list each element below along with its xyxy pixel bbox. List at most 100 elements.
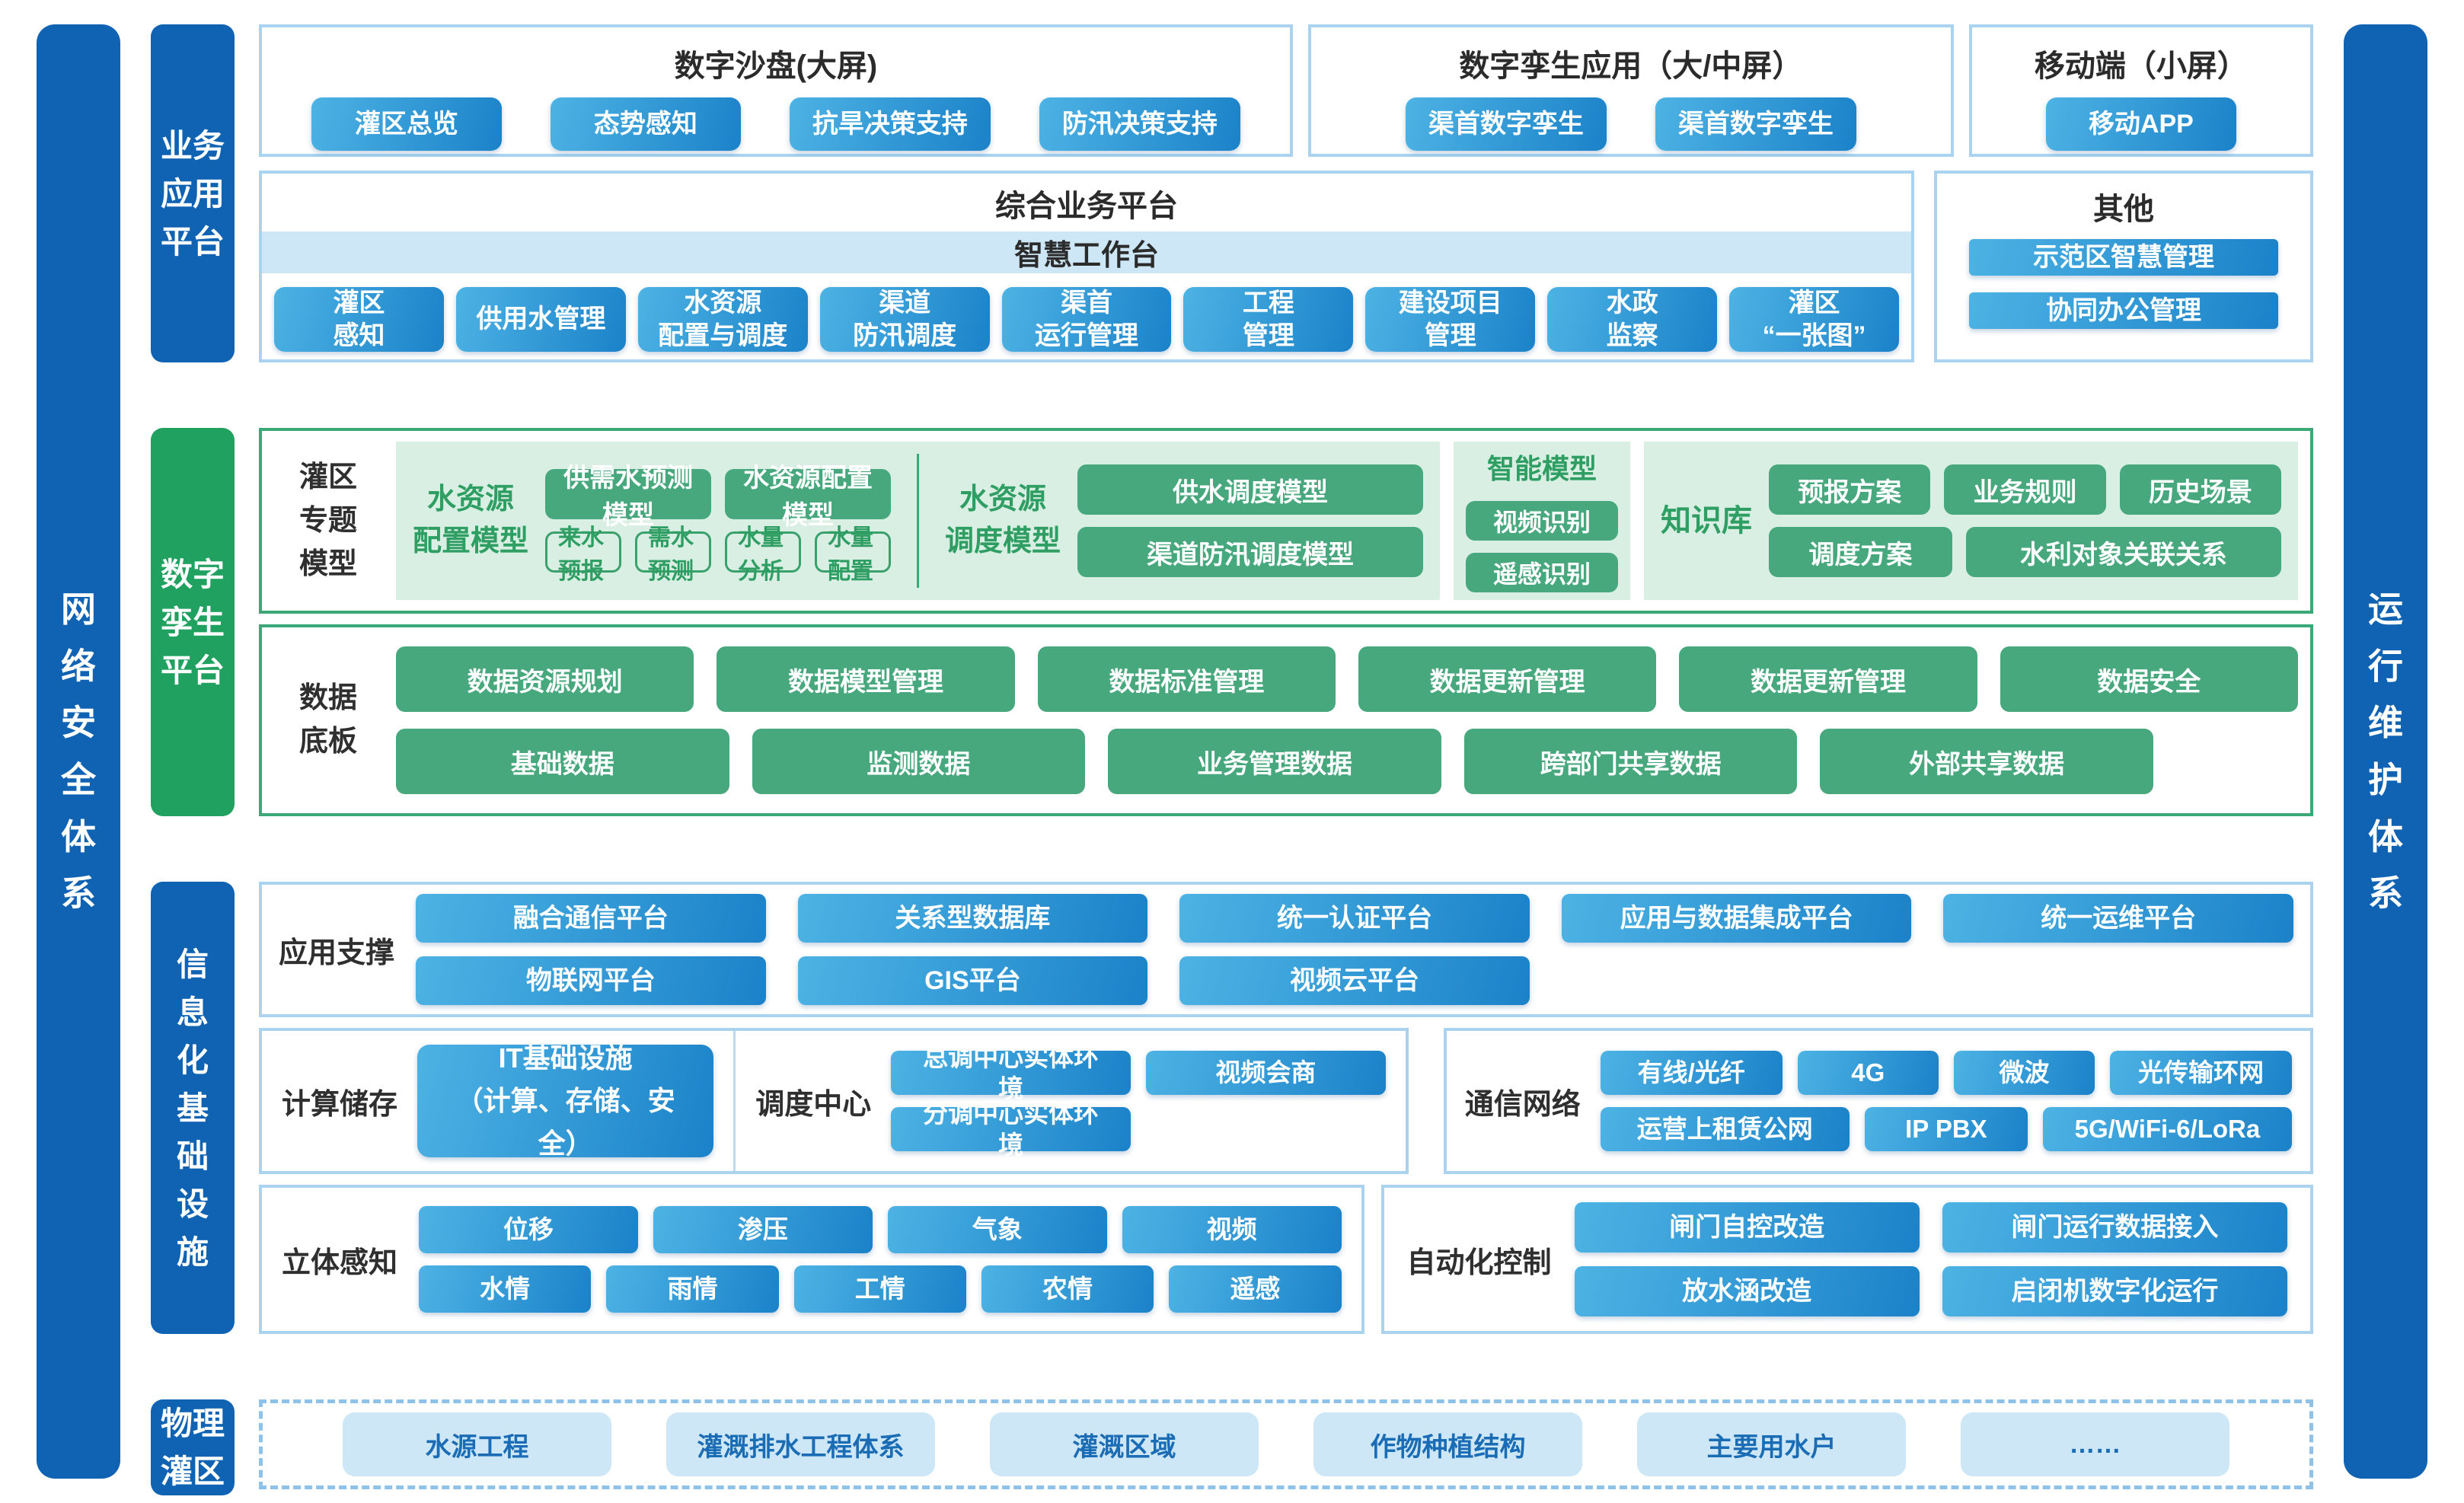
thematic-models-panel: 灌区 专题 模型 水资源 配置模型 供需水预测模型 水资源配置模型 来水预报 <box>259 428 2313 614</box>
video-sensing-button[interactable]: 视频 <box>1122 1206 1342 1253</box>
channel-flood-dispatch-button[interactable]: 渠道 防汛调度 <box>819 287 990 352</box>
water-volume-analysis-button[interactable]: 水量分析 <box>725 525 802 584</box>
optical-ring-network-button[interactable]: 光传输环网 <box>2110 1051 2292 1095</box>
leased-public-network-button[interactable]: 运营上租赁公网 <box>1600 1107 1850 1151</box>
construction-project-button[interactable]: 建设项目 管理 <box>1365 287 1536 352</box>
4g-button[interactable]: 4G <box>1797 1051 1939 1095</box>
gis-platform-button[interactable]: GIS平台 <box>797 956 1148 1005</box>
headworks-twin-button-1[interactable]: 渠首数字孪生 <box>1405 97 1607 151</box>
sub-dispatch-env-button[interactable]: 分调中心实体环境 <box>891 1099 1131 1159</box>
hoist-digital-operation-button[interactable]: 启闭机数字化运行 <box>1942 1266 2287 1316</box>
headworks-operation-button[interactable]: 渠首 运行管理 <box>1001 287 1172 352</box>
crop-planting-structure-button[interactable]: 作物种植结构 <box>1313 1412 1582 1476</box>
irrigation-area-button[interactable]: 灌溉区域 <box>990 1412 1259 1476</box>
unified-auth-platform-button[interactable]: 统一认证平台 <box>1179 894 1530 943</box>
gate-operation-data-access-button[interactable]: 闸门运行数据接入 <box>1942 1202 2287 1252</box>
water-allocation-dispatch-button[interactable]: 水资源 配置与调度 <box>637 287 808 352</box>
drought-decision-button[interactable]: 抗旱决策支持 <box>789 97 991 151</box>
video-recognition-button[interactable]: 视频识别 <box>1466 501 1618 541</box>
unified-ops-platform-button[interactable]: 统一运维平台 <box>1943 894 2293 943</box>
5g-wifi6-lora-button[interactable]: 5G/WiFi-6/LoRa <box>2042 1107 2292 1151</box>
video-consultation-button[interactable]: 视频会商 <box>1145 1051 1386 1095</box>
ai-models-panel: 智能模型 视频识别 遥感识别 <box>1454 442 1630 600</box>
dispatch-row-1: 供水调度模型 <box>1077 464 1423 515</box>
water-admin-supervision-button[interactable]: 水政 监察 <box>1547 287 1718 352</box>
it-infrastructure-button[interactable]: IT基础设施 （计算、存储、安全） <box>417 1042 714 1159</box>
demo-zone-smart-mgmt-button[interactable]: 示范区智慧管理 <box>1968 239 2279 276</box>
network-security-bar: 网 络 安 全 体 系 <box>37 24 120 1479</box>
business-mgmt-data-button[interactable]: 业务管理数据 <box>1108 729 1441 794</box>
infrastructure-layer: 信 息 化 基 础 设 施 应用支撑 融合通信平台 关系型数据库 统一认证平台 … <box>151 882 2313 1334</box>
data-base-row-2: 基础数据 监测数据 业务管理数据 跨部门共享数据 外部共享数据 <box>396 729 2153 794</box>
data-update-mgmt-button-2[interactable]: 数据更新管理 <box>1679 646 1977 712</box>
water-volume-allocation-button[interactable]: 水量配置 <box>815 525 892 584</box>
data-update-mgmt-button-1[interactable]: 数据更新管理 <box>1358 646 1657 712</box>
major-water-users-button[interactable]: 主要用水户 <box>1637 1412 1906 1476</box>
relational-database-button[interactable]: 关系型数据库 <box>797 894 1148 943</box>
supply-demand-forecast-model-button[interactable]: 供需水预测模型 <box>545 464 712 530</box>
monitoring-data-button[interactable]: 监测数据 <box>752 729 1086 794</box>
data-security-button[interactable]: 数据安全 <box>2000 646 2298 712</box>
automation-control-panel: 自动化控制 闸门自控改造 闸门运行数据接入 放水涵改造 启闭机数字化运行 <box>1380 1185 2313 1334</box>
business-rules-button[interactable]: 业务规则 <box>1944 464 2106 515</box>
compute-network-row: 计算储存 IT基础设施 （计算、存储、安全） 调度中心 总调中心实体环境 视频会… <box>259 1028 2313 1174</box>
drainage-culvert-retrofit-button[interactable]: 放水涵改造 <box>1574 1266 1920 1316</box>
irrigation-sensing-button[interactable]: 灌区 感知 <box>274 287 444 352</box>
water-supply-dispatch-model-button[interactable]: 供水调度模型 <box>1077 464 1423 515</box>
gate-auto-control-retrofit-button[interactable]: 闸门自控改造 <box>1574 1202 1920 1252</box>
agriculture-condition-button[interactable]: 农情 <box>981 1265 1154 1313</box>
flood-decision-button[interactable]: 防汛决策支持 <box>1039 97 1240 151</box>
ip-pbx-button[interactable]: IP PBX <box>1864 1107 2028 1151</box>
water-regime-button[interactable]: 水情 <box>419 1265 592 1313</box>
sensing-automation-row: 立体感知 位移 渗压 气象 视频 水情 雨情 工情 <box>259 1185 2313 1334</box>
wired-fiber-button[interactable]: 有线/光纤 <box>1600 1051 1783 1095</box>
main-dispatch-env-button[interactable]: 总调中心实体环境 <box>891 1043 1131 1103</box>
basic-data-button[interactable]: 基础数据 <box>396 729 729 794</box>
situation-awareness-button[interactable]: 态势感知 <box>550 97 741 151</box>
project-condition-button[interactable]: 工情 <box>793 1265 966 1313</box>
seepage-pressure-button[interactable]: 渗压 <box>653 1206 873 1253</box>
remote-sensing-button[interactable]: 遥感 <box>1169 1265 1342 1313</box>
cross-dept-shared-data-button[interactable]: 跨部门共享数据 <box>1463 729 1798 794</box>
meteorology-button[interactable]: 气象 <box>887 1206 1107 1253</box>
iot-platform-button[interactable]: 物联网平台 <box>416 956 766 1005</box>
compute-dispatch-panel: 计算储存 IT基础设施 （计算、存储、安全） 调度中心 总调中心实体环境 视频会… <box>259 1028 1409 1174</box>
remote-sensing-recognition-button[interactable]: 遥感识别 <box>1466 553 1618 592</box>
demand-forecast-button[interactable]: 需水预测 <box>635 525 712 584</box>
data-resource-planning-button[interactable]: 数据资源规划 <box>396 646 694 712</box>
inflow-forecast-button[interactable]: 来水预报 <box>545 525 622 584</box>
engineering-mgmt-button[interactable]: 工程 管理 <box>1183 287 1354 352</box>
collaborative-office-button[interactable]: 协同办公管理 <box>1968 292 2279 329</box>
video-cloud-platform-button[interactable]: 视频云平台 <box>1179 956 1530 1005</box>
computing-storage-section: 计算储存 IT基础设施 （计算、存储、安全） <box>262 1031 736 1171</box>
water-allocation-model-button[interactable]: 水资源配置模型 <box>725 464 892 530</box>
channel-flood-dispatch-model-button[interactable]: 渠道防汛调度模型 <box>1077 527 1423 577</box>
data-standard-mgmt-button[interactable]: 数据标准管理 <box>1037 646 1336 712</box>
water-supply-mgmt-button[interactable]: 供用水管理 <box>455 287 626 352</box>
dispatch-model-label: 水资源 调度模型 <box>945 483 1061 557</box>
data-model-mgmt-button[interactable]: 数据模型管理 <box>717 646 1015 712</box>
headworks-twin-button-2[interactable]: 渠首数字孪生 <box>1655 97 1856 151</box>
dispatch-plan-button[interactable]: 调度方案 <box>1769 527 1952 577</box>
allocation-primary-row: 供需水预测模型 水资源配置模型 <box>545 464 892 530</box>
digital-sandbox-buttons: 灌区总览 态势感知 抗旱决策支持 防汛决策支持 <box>277 97 1275 151</box>
water-source-project-button[interactable]: 水源工程 <box>343 1412 611 1476</box>
one-map-button[interactable]: 灌区 “一张图” <box>1729 287 1900 352</box>
ellipsis-button[interactable]: …… <box>1961 1412 2229 1476</box>
external-shared-data-button[interactable]: 外部共享数据 <box>1820 729 2153 794</box>
historical-scenarios-button[interactable]: 历史场景 <box>2119 464 2281 515</box>
rain-regime-button[interactable]: 雨情 <box>606 1265 779 1313</box>
app-data-integration-platform-button[interactable]: 应用与数据集成平台 <box>1561 894 1912 943</box>
irrigation-overview-button[interactable]: 灌区总览 <box>311 97 502 151</box>
microwave-button[interactable]: 微波 <box>1953 1051 2095 1095</box>
twin-layer-content: 灌区 专题 模型 水资源 配置模型 供需水预测模型 水资源配置模型 来水预报 <box>259 428 2313 816</box>
mobile-buttons: 移动APP <box>1987 97 2295 151</box>
mobile-app-button[interactable]: 移动APP <box>2045 97 2236 151</box>
displacement-button[interactable]: 位移 <box>419 1206 638 1253</box>
water-object-relations-button[interactable]: 水利对象关联关系 <box>1965 527 2281 577</box>
converged-comm-platform-button[interactable]: 融合通信平台 <box>416 894 766 943</box>
stereo-sensing-buttons: 位移 渗压 气象 视频 水情 雨情 工情 农情 遥感 <box>419 1206 1342 1313</box>
irrigation-drainage-system-button[interactable]: 灌溉排水工程体系 <box>666 1412 935 1476</box>
forecast-plan-button[interactable]: 预报方案 <box>1769 464 1931 515</box>
app-support-label: 应用支撑 <box>279 937 395 969</box>
